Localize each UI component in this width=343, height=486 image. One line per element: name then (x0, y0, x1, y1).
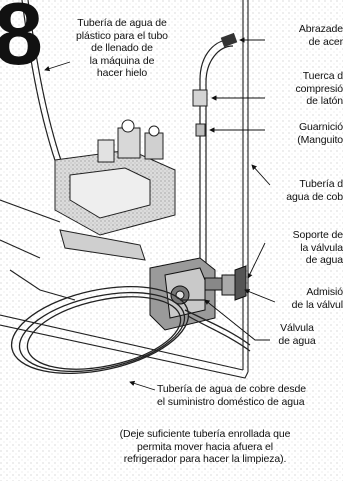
brass-nut-and-sleeve (192, 89, 208, 137)
compressor-machinery (54, 119, 176, 261)
label-copper-tube: Tubería d agua de cob (258, 178, 343, 203)
label-plastic-tube: Tubería de agua de plástico para el tubo… (52, 17, 192, 80)
cabinet-frame (0, 0, 249, 379)
steel-clamp (220, 32, 238, 48)
label-line: Tubería de agua de (77, 17, 167, 29)
label-line: hacer hielo (96, 67, 148, 79)
label-line: permita mover hacia afuera el (137, 440, 273, 453)
water-valve (149, 257, 247, 331)
label-steel-clamp: Abrazade de acer (271, 23, 343, 48)
label-line: de la válvul (291, 298, 343, 311)
label-line: Abrazade (298, 23, 343, 35)
label-valve-bracket: Soporte de la válvula de agua (263, 229, 343, 267)
coiled-copper-tube (10, 285, 251, 375)
label-line: Tubería de agua de cobre desde (157, 383, 306, 395)
label-valve-inlet: Admisió de la válvul (258, 286, 343, 311)
note-text: (Deje suficiente tubería enrollada que p… (85, 428, 325, 466)
label-brass-nut: Tuerca d compresió de latón (258, 70, 343, 108)
label-line: de agua (278, 334, 316, 347)
label-line: agua de cob (286, 190, 343, 203)
label-line: (Manguito (297, 133, 343, 146)
step-number: 8 (0, 0, 43, 83)
label-line: de agua (305, 254, 343, 266)
label-line: Tuerca d (302, 70, 343, 82)
label-line: Guarnició (298, 121, 343, 133)
label-line: Tubería d (299, 178, 343, 190)
label-line: de acer (308, 35, 343, 48)
label-water-valve: Válvula de agua (268, 322, 326, 347)
label-line: de llenado de (91, 42, 153, 54)
label-sleeve: Guarnició (Manguito (268, 121, 343, 146)
label-line: Admisió (306, 286, 343, 298)
label-line: plástico para el tubo (76, 29, 168, 42)
label-line: el suministro doméstico de agua (157, 395, 305, 408)
label-household-supply: Tubería de agua de cobre desde el sumini… (157, 383, 343, 408)
label-line: la máquina de (89, 54, 155, 67)
label-line: compresió (295, 82, 343, 95)
plastic-tube (21, 0, 67, 176)
label-line: (Deje suficiente tubería enrollada que (119, 428, 291, 440)
label-line: la válvula (300, 241, 343, 254)
label-line: Soporte de (292, 229, 343, 241)
label-line: refrigerador para hacer la limpieza). (123, 453, 287, 465)
label-line: Válvula (280, 322, 314, 334)
callout-leader-lines (44, 37, 276, 391)
label-line: de latón (306, 95, 343, 107)
